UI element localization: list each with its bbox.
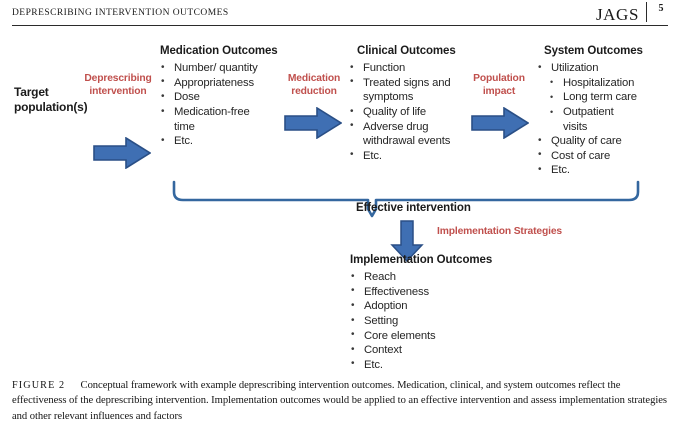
list-item: Hospitalization — [537, 75, 669, 91]
column-implementation-outcomes: Implementation Outcomes Reach Effectiven… — [350, 254, 510, 372]
list-item: Adverse drug — [349, 119, 471, 135]
journal-name: JAGS — [595, 5, 639, 24]
list-item: time — [174, 120, 195, 133]
list-item: Appropriateness — [160, 75, 288, 91]
list-item: Core elements — [350, 328, 510, 344]
list-item: symptoms — [363, 91, 414, 104]
list-item: Dose — [160, 90, 288, 105]
target-population-line-2: population(s) — [14, 100, 88, 114]
right-arrow-icon-1 — [93, 137, 151, 169]
journal-mark: JAGS 5 — [596, 2, 668, 23]
list-item: Treated signs and — [349, 75, 471, 91]
figure-caption: FIGURE 2 Conceptual framework with examp… — [12, 378, 668, 424]
population-impact-line-1: Population — [473, 73, 525, 84]
list-item: visits — [563, 120, 588, 133]
list-item: Cost of care — [537, 148, 669, 164]
column-clinical-outcomes: Clinical Outcomes Function Treated signs… — [349, 45, 471, 163]
bullet-list-medication-outcomes: Number/ quantity Appropriateness Dose Me… — [160, 61, 288, 149]
figure-caption-label: FIGURE 2 — [12, 380, 66, 391]
list-item: withdrawal events — [363, 135, 451, 148]
list-item: Medication-free — [160, 105, 288, 120]
deprescribing-intervention-line-1: Deprescribing — [84, 73, 152, 84]
bullet-list-clinical-outcomes: Function Treated signs and symptoms Qual… — [349, 61, 471, 163]
population-impact-line-2: impact — [482, 85, 516, 97]
medication-reduction-label: Medication reduction — [280, 73, 348, 98]
implementation-strategies-label: Implementation Strategies — [437, 226, 562, 237]
target-population-line-1: Target — [14, 85, 49, 99]
figure-diagram: Target population(s) Deprescribing inter… — [0, 30, 680, 371]
header-rule — [12, 25, 668, 26]
column-title-system-outcomes: System Outcomes — [544, 45, 643, 57]
page-header: DEPRESCRIBING INTERVENTION OUTCOMES JAGS… — [0, 0, 680, 30]
right-arrow-icon-2 — [284, 107, 342, 139]
list-item: Outpatient — [537, 105, 669, 120]
population-impact-label: Population impact — [468, 73, 530, 98]
list-item: Long term care — [537, 90, 669, 105]
list-item: Etc. — [537, 163, 669, 178]
deprescribing-intervention-label: Deprescribing intervention — [82, 73, 154, 98]
right-arrow-icon-3 — [471, 107, 529, 139]
list-item: Etc. — [349, 148, 471, 164]
column-title-implementation-outcomes: Implementation Outcomes — [350, 254, 493, 266]
convergence-bracket — [172, 180, 640, 218]
running-head: DEPRESCRIBING INTERVENTION OUTCOMES — [12, 8, 229, 18]
list-item: Etc. — [350, 357, 510, 373]
list-item: Quality of life — [349, 105, 471, 120]
list-item: Function — [349, 61, 471, 76]
list-item: Context — [350, 343, 510, 358]
column-title-clinical-outcomes: Clinical Outcomes — [357, 45, 456, 57]
list-item: Adoption — [350, 299, 510, 314]
journal-divider — [646, 2, 647, 22]
list-item: Quality of care — [537, 134, 669, 149]
target-population-label: Target population(s) — [14, 85, 119, 115]
page-number: 5 — [658, 3, 664, 14]
list-item: Setting — [350, 314, 510, 329]
figure-caption-text: Conceptual framework with example depres… — [12, 380, 667, 422]
list-item: Effectiveness — [350, 284, 510, 300]
deprescribing-intervention-line-2: intervention — [89, 85, 147, 97]
effective-intervention-label: Effective intervention — [356, 202, 471, 214]
list-item: Utilization — [537, 61, 669, 76]
column-system-outcomes: System Outcomes Utilization Hospitalizat… — [537, 45, 669, 178]
list-item: Reach — [350, 270, 510, 285]
column-medication-outcomes: Medication Outcomes Number/ quantity App… — [160, 45, 288, 149]
list-item: Etc. — [160, 134, 288, 149]
medication-reduction-line-1: Medication — [287, 73, 341, 84]
column-title-medication-outcomes: Medication Outcomes — [160, 45, 278, 57]
bullet-list-implementation-outcomes: Reach Effectiveness Adoption Setting Cor… — [350, 270, 510, 372]
medication-reduction-line-2: reduction — [291, 85, 337, 97]
list-item: Number/ quantity — [160, 61, 288, 76]
down-arrow-icon — [390, 220, 424, 262]
bullet-list-system-outcomes: Utilization Hospitalization Long term ca… — [537, 61, 669, 178]
